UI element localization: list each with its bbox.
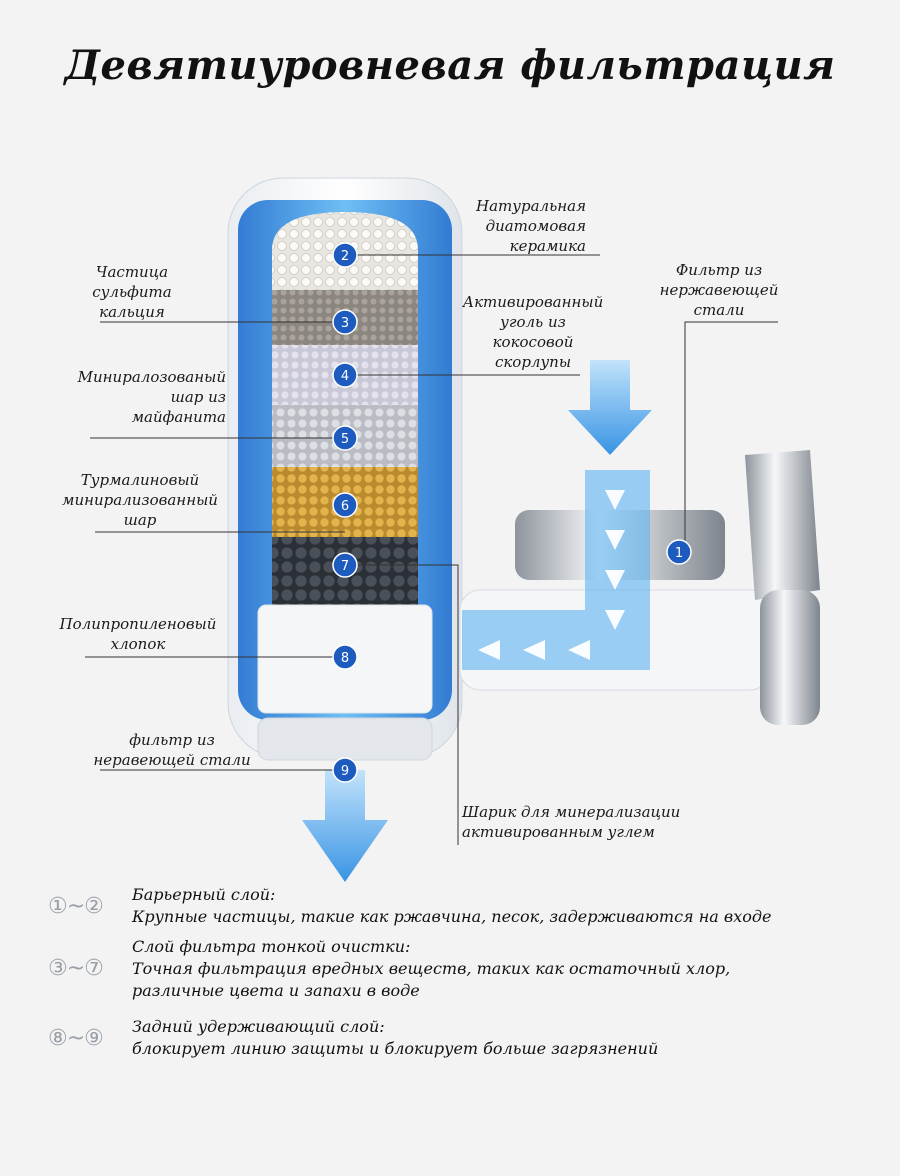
marker-7 bbox=[332, 552, 358, 578]
marker-1 bbox=[666, 539, 692, 565]
marker-2-number: 2 bbox=[341, 249, 349, 264]
label-layer-6: Турмалиновый минирализованный шар bbox=[62, 471, 218, 529]
cartridge-layers bbox=[257, 212, 433, 714]
legend-range: ①~② bbox=[48, 894, 104, 919]
faucet-connector bbox=[459, 450, 820, 725]
legend-heading: Слой фильтра тонкой очистки: bbox=[132, 937, 411, 956]
label-layer-2: Натуральная диатомовая керамика bbox=[476, 197, 586, 255]
label-layer-8: Полипропиленовый хлопок bbox=[59, 615, 217, 653]
legend-description: Крупные частицы, такие как ржавчина, пес… bbox=[132, 907, 772, 926]
marker-6-number: 6 bbox=[341, 499, 349, 514]
leader-lines bbox=[85, 254, 778, 845]
marker-5 bbox=[332, 425, 358, 451]
label-layer-7: Шарик для минерализации активированным у… bbox=[462, 803, 681, 841]
marker-8 bbox=[332, 644, 358, 670]
marker-4-number: 4 bbox=[341, 369, 349, 384]
flow-arrows bbox=[302, 360, 652, 882]
marker-6 bbox=[332, 492, 358, 518]
label-layer-1: Фильтр из нержавеющей стали bbox=[659, 261, 779, 319]
label-layer-5: Миниралозованый шар из майфанита bbox=[77, 368, 226, 426]
marker-8-number: 8 bbox=[341, 651, 349, 666]
legend-heading: Барьерный слой: bbox=[132, 885, 276, 904]
outlet-arrow bbox=[302, 770, 388, 882]
page-title: Девятиуровневая фильтрация bbox=[64, 42, 836, 89]
inlet-arrow bbox=[568, 360, 652, 455]
marker-2 bbox=[332, 242, 358, 268]
legend-description: блокирует линию защиты и блокирует больш… bbox=[132, 1039, 659, 1058]
label-layer-3: Частица сульфита кальция bbox=[92, 263, 172, 321]
marker-7-number: 7 bbox=[341, 559, 349, 574]
layer-markers: 1 2 3 4 5 6 7 8 9 bbox=[332, 242, 692, 783]
marker-3-number: 3 bbox=[341, 316, 349, 331]
marker-9-number: 9 bbox=[341, 764, 349, 779]
marker-3 bbox=[332, 309, 358, 335]
marker-9 bbox=[332, 757, 358, 783]
leader-7 bbox=[355, 564, 459, 845]
legend-retaining: ⑧~⑨ Задний удерживающий слой: блокирует … bbox=[48, 1016, 868, 1066]
marker-4 bbox=[332, 362, 358, 388]
legend-range: ⑧~⑨ bbox=[48, 1026, 104, 1051]
legend-description: Точная фильтрация вредных веществ, таких… bbox=[132, 959, 731, 1000]
label-layer-9: фильтр из неравеющей стали bbox=[93, 731, 251, 769]
legend-fine: ③~⑦ Слой фильтра тонкой очистки: Точная … bbox=[48, 936, 868, 1006]
legend-range: ③~⑦ bbox=[48, 956, 104, 981]
legend-barrier: ①~② Барьерный слой: Крупные частицы, так… bbox=[48, 884, 868, 934]
marker-5-number: 5 bbox=[341, 432, 349, 447]
label-layer-4: Активированный уголь из кокосовой скорлу… bbox=[462, 293, 604, 371]
leader-1 bbox=[684, 321, 778, 552]
legend-heading: Задний удерживающий слой: bbox=[132, 1017, 385, 1036]
marker-1-number: 1 bbox=[675, 546, 683, 561]
